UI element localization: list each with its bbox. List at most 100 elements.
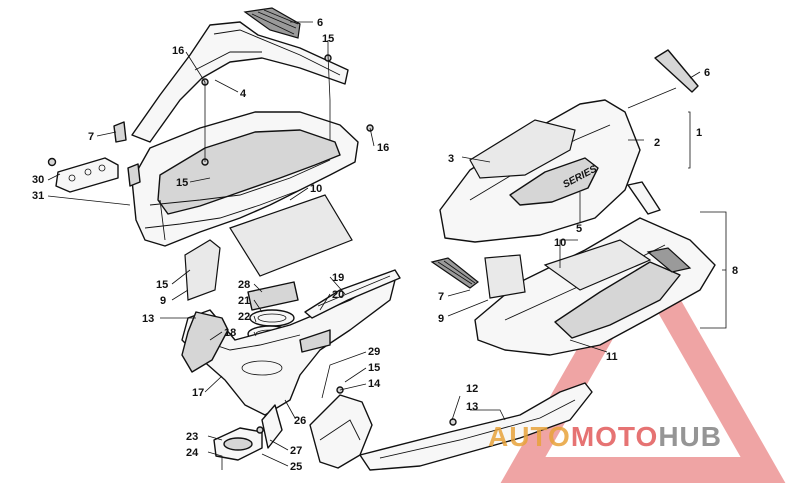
callout-13: 13 (142, 313, 154, 325)
fastener-screw (366, 124, 374, 132)
callout-28: 28 (238, 279, 250, 291)
fastener-screw (47, 157, 57, 167)
callout-5: 5 (576, 223, 582, 235)
leader-line (329, 276, 346, 295)
leader-line (171, 289, 189, 301)
leader-line (559, 239, 578, 268)
watermark-text: AUTOMOTOHUB (488, 421, 722, 452)
leader-line (327, 40, 331, 140)
part-funnel (213, 404, 283, 461)
part-top-strip-right (627, 181, 661, 215)
svg-text:AUTOMOTOHUB: AUTOMOTOHUB (488, 421, 722, 452)
part-latch-left (113, 121, 127, 143)
callout-15: 15 (322, 33, 334, 45)
leader-line (261, 453, 289, 467)
leader-line (447, 299, 489, 317)
fasteners (47, 54, 457, 434)
callout-7: 7 (438, 291, 444, 303)
callout-25: 25 (290, 461, 302, 473)
part-vent-grille-left (243, 7, 301, 39)
leader-line (344, 367, 367, 383)
leader-line (688, 111, 691, 169)
watermark-word-auto: AUTO (488, 421, 571, 452)
part-lower-panel-right (474, 217, 716, 356)
leader-line (96, 131, 117, 137)
leader-line (321, 351, 367, 399)
callout-1: 1 (696, 127, 702, 139)
callout-18: 18 (224, 327, 236, 339)
part-filter-pad-right (543, 239, 652, 291)
callout-12: 12 (466, 383, 478, 395)
leader-line (700, 211, 727, 329)
watermark (500, 233, 786, 483)
callouts: 6 15 16 4 7 16 15 10 30 31 15 9 28 21 22… (32, 17, 738, 473)
leader-line (369, 127, 375, 147)
callout-7: 7 (88, 131, 94, 143)
callout-8: 8 (732, 265, 738, 277)
part-skid-plate-left (309, 394, 373, 469)
part-tab-left (127, 163, 141, 187)
part-hood-upper-left (131, 21, 349, 143)
callout-15: 15 (176, 177, 188, 189)
callout-31: 31 (32, 190, 44, 202)
leader-line (289, 187, 309, 201)
callout-20: 20 (332, 289, 344, 301)
leader-line (204, 375, 223, 393)
callout-24: 24 (186, 447, 199, 459)
callout-6: 6 (704, 67, 710, 79)
leader-line (451, 395, 461, 421)
fastener-screw (449, 418, 457, 426)
leader-line (253, 315, 257, 323)
part-decal-top-right (654, 49, 699, 93)
callout-16: 16 (377, 142, 389, 154)
callout-23: 23 (186, 431, 198, 443)
leader-line (253, 331, 257, 337)
leader-line (253, 283, 263, 293)
part-filter-pad-left (229, 194, 353, 277)
part-hood-body-left (131, 111, 359, 247)
part-front-bracket (181, 311, 229, 373)
leader-line (207, 451, 223, 470)
callout-29: 29 (368, 346, 380, 358)
leader-line (319, 293, 331, 311)
leader-line (185, 51, 206, 83)
leader-line (461, 156, 491, 163)
callout-9: 9 (160, 295, 166, 307)
part-side-bracket (55, 157, 119, 193)
callout-14: 14 (368, 378, 381, 390)
leader-lines (47, 21, 727, 470)
callout-10: 10 (310, 183, 322, 195)
fastener-screw (256, 426, 264, 434)
part-skid-plate-right (359, 382, 593, 471)
part-rail (304, 269, 401, 319)
leader-line (470, 409, 506, 421)
callout-26: 26 (294, 415, 306, 427)
callout-30: 30 (32, 174, 44, 186)
leader-line (47, 195, 131, 206)
leader-line (447, 289, 471, 297)
callout-22: 22 (238, 311, 250, 323)
callout-17: 17 (192, 387, 204, 399)
leader-line (569, 339, 608, 353)
leader-line (269, 439, 289, 451)
leader-line (189, 177, 211, 183)
leader-line (339, 383, 367, 391)
part-vent-grille-right (430, 257, 479, 289)
callout-11: 11 (606, 351, 618, 363)
leader-line (207, 435, 223, 441)
callout-9: 9 (438, 313, 444, 325)
callout-13: 13 (466, 401, 478, 413)
watermark-triangle (500, 233, 786, 483)
part-cover-plate-left (184, 239, 221, 301)
leader-line (627, 87, 677, 109)
part-square-pad-right (484, 254, 526, 299)
callout-4: 4 (240, 88, 247, 100)
leader-line (253, 299, 263, 313)
callout-19: 19 (332, 272, 344, 284)
leader-line (209, 331, 223, 341)
callout-27: 27 (290, 445, 302, 457)
watermark-word-moto: MOTO (571, 421, 658, 452)
callout-3: 3 (448, 153, 454, 165)
leader-line (284, 399, 296, 419)
